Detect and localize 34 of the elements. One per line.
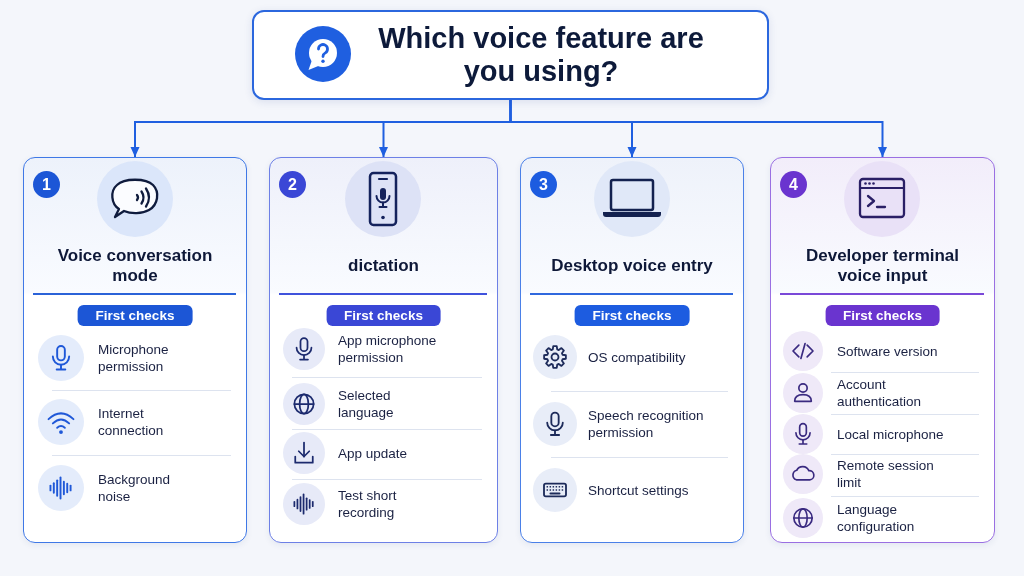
section-tag: First checks bbox=[326, 305, 441, 326]
card-heading: Desktop voice entry bbox=[551, 256, 713, 276]
check-item-text: Internet connection bbox=[98, 405, 165, 439]
check-item-text: App update bbox=[338, 444, 408, 462]
section-tag: First checks bbox=[574, 305, 690, 326]
check-item-text: Test short recording bbox=[338, 487, 398, 521]
check-item-text: Local microphone bbox=[837, 425, 944, 443]
question-box bbox=[252, 10, 769, 100]
check-item-text: Language configuration bbox=[837, 501, 916, 535]
category-card bbox=[520, 157, 744, 543]
check-item-text: Software version bbox=[837, 342, 938, 360]
card-heading: Developer terminal voice input bbox=[804, 246, 961, 286]
check-item-text: Account authentication bbox=[837, 376, 923, 410]
check-item-text: App microphone permission bbox=[338, 332, 438, 366]
category-card bbox=[770, 157, 995, 543]
check-item-text: Microphone permission bbox=[98, 341, 170, 375]
check-item-text: Shortcut settings bbox=[588, 481, 689, 499]
check-item-text: Background noise bbox=[98, 471, 172, 505]
question-text: Which voice feature are you using? bbox=[377, 21, 705, 89]
step-number-badge: 2 bbox=[279, 171, 306, 198]
section-tag: First checks bbox=[77, 305, 193, 326]
step-number-badge: 3 bbox=[530, 171, 557, 198]
card-heading: Voice conversation mode bbox=[56, 246, 214, 286]
step-number-badge: 1 bbox=[33, 171, 60, 198]
section-tag: First checks bbox=[825, 305, 940, 326]
check-item-text: Remote session limit bbox=[837, 457, 935, 491]
check-item-text: OS compatibility bbox=[588, 348, 686, 366]
check-item-text: Selected language bbox=[338, 387, 395, 421]
step-number-badge: 4 bbox=[780, 171, 807, 198]
card-heading: dictation bbox=[348, 256, 419, 276]
category-card bbox=[269, 157, 498, 543]
check-item-text: Speech recognition permission bbox=[588, 407, 705, 441]
category-card bbox=[23, 157, 247, 543]
arrow bbox=[509, 99, 887, 158]
